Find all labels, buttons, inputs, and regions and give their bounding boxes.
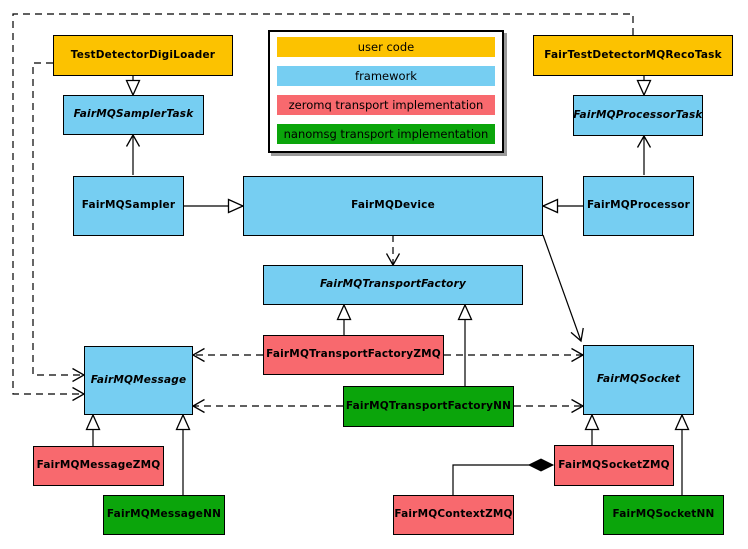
node-label: FairMQProcessor <box>586 199 691 212</box>
node-label: FairMQSamplerTask <box>73 108 194 121</box>
node-testdetectordigiloader: TestDetectorDigiLoader <box>53 35 233 76</box>
node-label: FairMQMessageZMQ <box>36 459 161 472</box>
node-fairmqsocketnn: FairMQSocketNN <box>603 495 724 535</box>
node-label: TestDetectorDigiLoader <box>70 48 216 61</box>
node-fairmqtransportfactorynn: FairMQTransportFactoryNN <box>343 386 514 427</box>
node-fairmqprocessor: FairMQProcessor <box>583 176 694 236</box>
node-fairmqprocessortask: FairMQProcessorTask <box>573 95 703 136</box>
node-label: FairMQSampler <box>81 199 176 212</box>
legend-label: user code <box>357 40 415 54</box>
legend-label: framework <box>355 69 417 83</box>
node-label: FairMQMessageNN <box>106 508 222 521</box>
node-fairtestdetectormqrecotask: FairTestDetectorMQRecoTask <box>533 35 733 76</box>
legend: user code framework zeromq transport imp… <box>268 30 504 153</box>
node-fairmqdevice: FairMQDevice <box>243 176 543 236</box>
edge-composition-contextzmq-socketzmq <box>452 458 555 495</box>
legend-item-framework: framework <box>277 66 495 86</box>
node-fairmqmessagenn: FairMQMessageNN <box>103 495 225 535</box>
node-label: FairMQProcessorTask <box>573 108 703 121</box>
node-label: FairMQSocket <box>596 373 681 386</box>
legend-item-user-code: user code <box>277 37 495 57</box>
node-label: FairMQSocketNN <box>612 508 715 521</box>
legend-item-nanomsg: nanomsg transport implementation <box>277 124 495 144</box>
node-label: FairMQMessage <box>90 373 187 386</box>
node-fairmqtransportfactory: FairMQTransportFactory <box>263 265 523 305</box>
node-label: FairTestDetectorMQRecoTask <box>544 48 722 61</box>
node-label: FairMQSocketZMQ <box>558 458 670 471</box>
node-fairmqtransportfactoryzmq: FairMQTransportFactoryZMQ <box>263 335 444 375</box>
legend-item-zeromq: zeromq transport implementation <box>277 95 495 115</box>
node-fairmqmessagezmq: FairMQMessageZMQ <box>33 446 164 486</box>
node-fairmqsampler: FairMQSampler <box>73 176 184 236</box>
node-label: FairMQContextZMQ <box>394 508 513 521</box>
node-fairmqsocket: FairMQSocket <box>583 345 694 415</box>
node-fairmqsamplertask: FairMQSamplerTask <box>63 95 204 135</box>
edge-uses-device-socket <box>542 234 584 343</box>
node-fairmqsocketzmq: FairMQSocketZMQ <box>554 445 674 486</box>
node-label: FairMQTransportFactory <box>319 278 467 291</box>
node-label: FairMQDevice <box>351 199 435 212</box>
legend-label: zeromq transport implementation <box>288 98 484 112</box>
node-fairmqmessage: FairMQMessage <box>84 346 193 415</box>
node-fairmqcontextzmq: FairMQContextZMQ <box>393 495 514 535</box>
legend-label: nanomsg transport implementation <box>283 127 489 141</box>
node-label: FairMQTransportFactoryNN <box>345 399 512 412</box>
edge-depends-recotask-message <box>12 13 634 402</box>
node-label: FairMQTransportFactoryZMQ <box>266 348 441 361</box>
